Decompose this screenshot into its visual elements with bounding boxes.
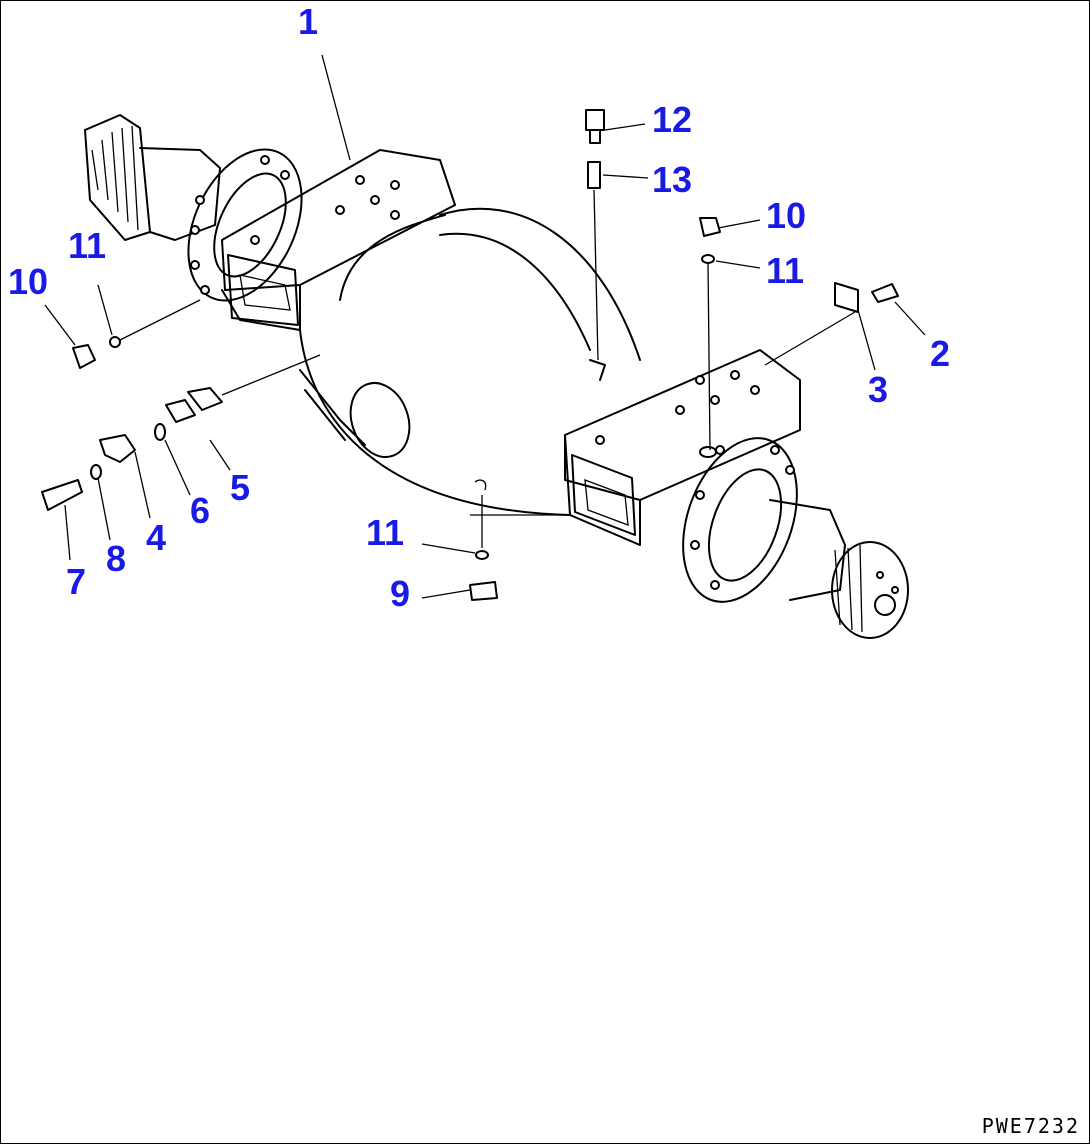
callout-2: 2 bbox=[930, 333, 951, 374]
callout-6: 6 bbox=[190, 490, 211, 531]
leader-lines bbox=[44, 54, 926, 599]
callout-10-left: 10 bbox=[8, 261, 49, 302]
callout-13: 13 bbox=[652, 159, 693, 200]
callout-11-bottom: 11 bbox=[366, 512, 405, 553]
callout-4: 4 bbox=[146, 517, 167, 558]
callout-5: 5 bbox=[230, 467, 251, 508]
callout-1: 1 bbox=[298, 1, 319, 42]
callout-10-right: 10 bbox=[766, 195, 807, 236]
small-parts bbox=[41, 109, 899, 601]
drawing-code: PWE7232 bbox=[981, 1114, 1080, 1138]
callout-7: 7 bbox=[66, 561, 87, 602]
callout-12: 12 bbox=[652, 99, 693, 140]
left-axle-hub bbox=[84, 114, 303, 302]
callout-11-right: 11 bbox=[766, 250, 805, 291]
left-mount-pad bbox=[221, 149, 456, 331]
callout-8: 8 bbox=[106, 538, 127, 579]
callout-11-left: 11 bbox=[68, 225, 107, 266]
right-axle-hub bbox=[682, 437, 909, 639]
callout-9: 9 bbox=[390, 573, 411, 614]
right-mount-pad bbox=[564, 349, 801, 546]
differential-housing bbox=[299, 207, 641, 516]
callout-3: 3 bbox=[868, 369, 889, 410]
